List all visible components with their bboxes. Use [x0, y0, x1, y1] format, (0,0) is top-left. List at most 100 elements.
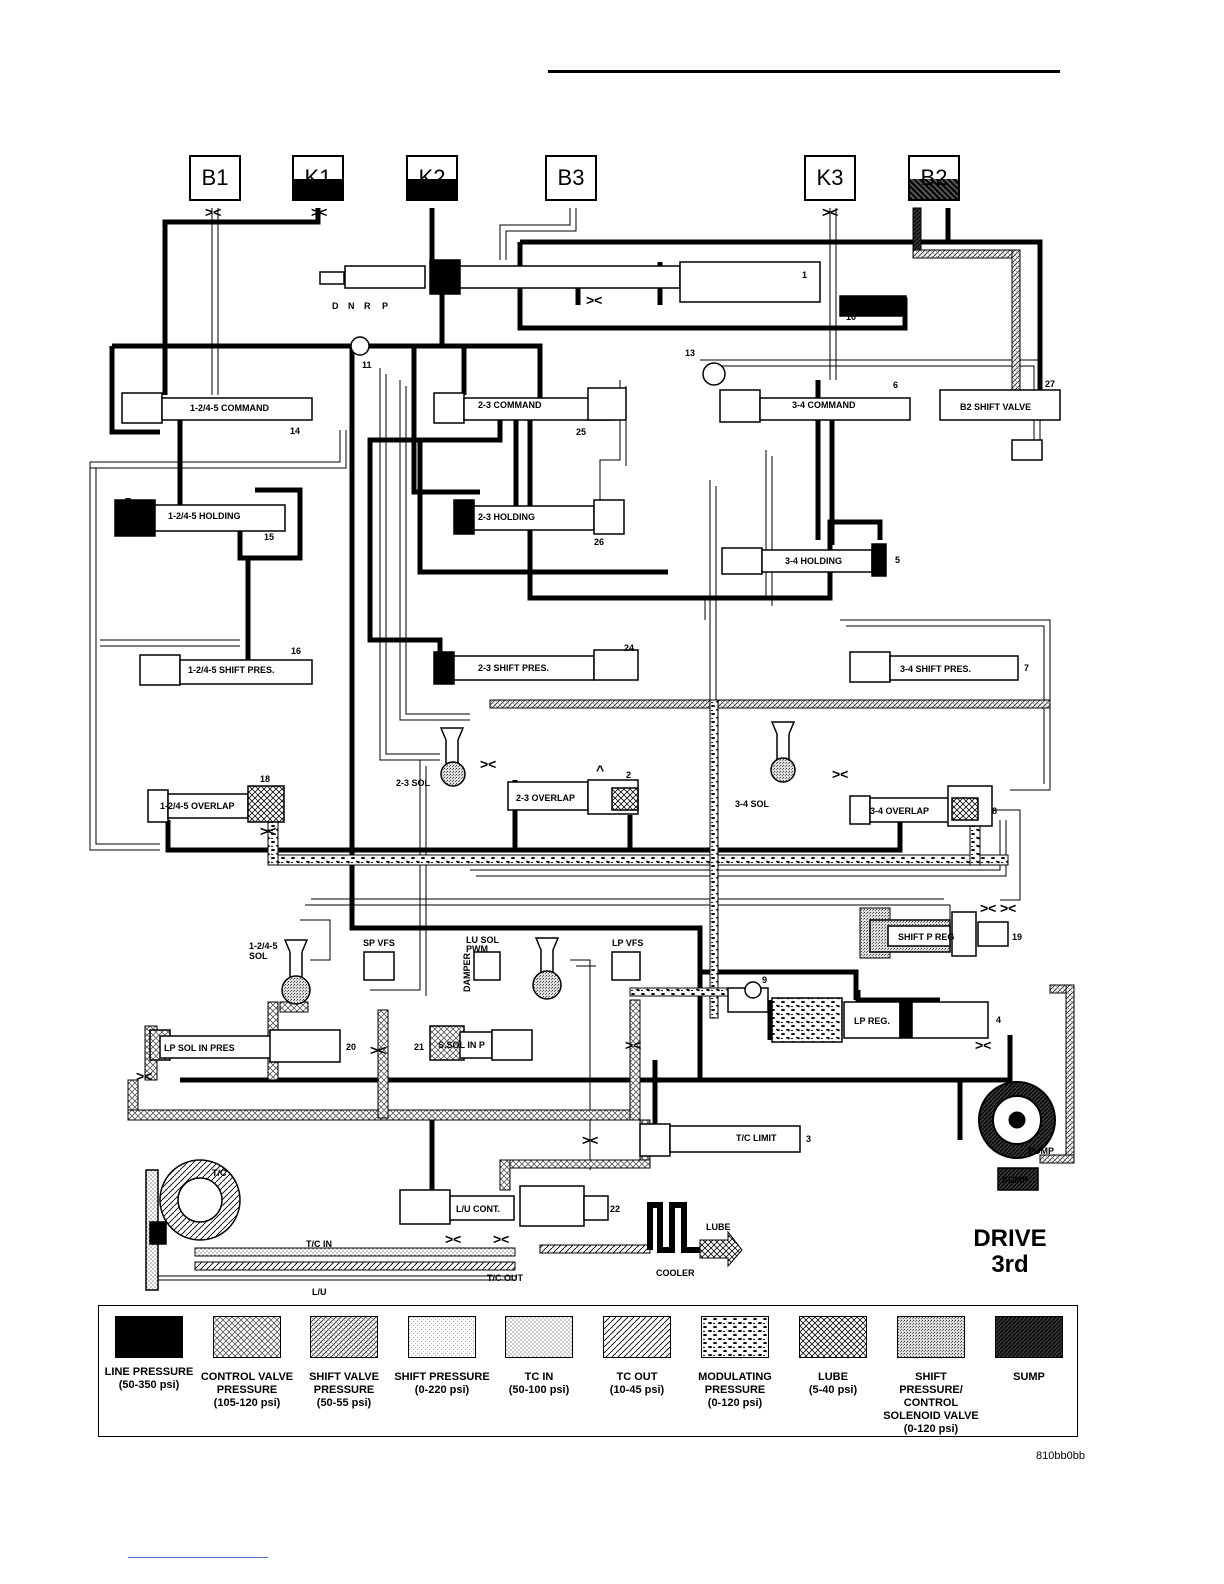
valve-34-shift-pres: 3-4 SHIFT PRES. [900, 664, 972, 674]
legend-lube: LUBE (5-40 psi) [785, 1316, 881, 1397]
valve-b2-shift: B2 SHIFT VALVE [960, 402, 1032, 412]
lp-vfs-label: LP VFS [612, 938, 644, 948]
ref-25: 25 [576, 427, 587, 437]
legend-swatch [505, 1316, 574, 1359]
sump-label: SUMP [1002, 1175, 1029, 1185]
pump-assembly [978, 1081, 1056, 1191]
orifice-marks: >< >< >< >< >< >< >< >< >< >< >< >< >< >… [136, 204, 1016, 1247]
svg-text:><: >< [370, 1042, 386, 1058]
ref-19: 19 [1012, 932, 1023, 942]
svg-text:><: >< [493, 1231, 509, 1247]
selector-p: P [382, 301, 389, 311]
ref-14: 14 [290, 426, 301, 436]
ref-26: 26 [594, 537, 605, 547]
sp-vfs-label: SP VFS [363, 938, 395, 948]
legend-label: CONTROL VALVE PRESSURE [200, 1371, 294, 1396]
ref-1: 1 [802, 270, 808, 280]
ref-27: 27 [1045, 379, 1056, 389]
valve-23-shift-pres: 2-3 SHIFT PRES. [478, 663, 550, 673]
clutch-k1: K1 [292, 155, 344, 201]
lu-sol-label-b: PWM [466, 944, 488, 954]
ref-10: 10 [846, 312, 857, 322]
svg-text:><: >< [1000, 900, 1016, 916]
svg-text:><: >< [822, 204, 838, 220]
legend-swatch [408, 1316, 477, 1359]
legend-range: (0-120 psi) [707, 1397, 763, 1409]
sol-1245-label-a: 1-2/4-5 [249, 941, 278, 951]
valve-1245-command: 1-2/4-5 COMMAND [190, 403, 270, 413]
ref-5: 5 [895, 555, 901, 565]
valve-lu-cont: L/U CONT. [456, 1204, 500, 1214]
ref-13: 13 [685, 348, 696, 358]
svg-text:><: >< [136, 1068, 152, 1084]
selector-n: N [348, 301, 355, 311]
ref-16: 16 [291, 646, 302, 656]
legend-label: SHIFT PRESSURE [394, 1371, 490, 1383]
legend-label: MODULATING PRESSURE [698, 1371, 772, 1396]
legend-swatch [995, 1316, 1064, 1359]
ref-11: 11 [362, 360, 372, 370]
figure-code: 810bb0bb [1036, 1450, 1085, 1462]
legend-range: (105-120 psi) [213, 1397, 281, 1409]
ref-4: 4 [996, 1015, 1002, 1025]
shift-pressure-circuits [89, 208, 1051, 1170]
lube-arrow [699, 1230, 743, 1268]
damper-label: DAMPER [462, 952, 472, 992]
legend-control-valve: CONTROL VALVE PRESSURE (105-120 psi) [199, 1316, 295, 1410]
valve-1245-shift-pres: 1-2/4-5 SHIFT PRES. [188, 665, 275, 675]
svg-text:><: >< [582, 1132, 598, 1148]
lu-sol-label-a: LU SOL [466, 935, 499, 945]
svg-text:><: >< [975, 1037, 991, 1053]
drive-title-line1: DRIVE [973, 1225, 1047, 1252]
tc-label: T/C [212, 1168, 227, 1178]
legend-label: TC IN [524, 1371, 554, 1383]
lu-label: L/U [312, 1287, 327, 1297]
svg-text:^: ^ [596, 762, 604, 778]
ref-18: 18 [260, 774, 271, 784]
legend-shift-pressure: SHIFT PRESSURE (0-220 psi) [394, 1316, 490, 1397]
ref-20: 20 [346, 1042, 357, 1052]
svg-text:><: >< [625, 1037, 641, 1053]
valve-1245-overlap: 1-2/4-5 OVERLAP [160, 801, 235, 811]
ref-7: 7 [1024, 663, 1030, 673]
legend-range: (5-40 psi) [808, 1384, 858, 1396]
sol-23-label: 2-3 SOL [396, 778, 431, 788]
valve-1245-holding: 1-2/4-5 HOLDING [168, 511, 241, 521]
legend-label: SUMP [1013, 1371, 1045, 1383]
valve-lp-sol-in-pres: LP SOL IN PRES [164, 1043, 235, 1053]
lube-label: LUBE [706, 1222, 731, 1232]
legend-line-pressure: LINE PRESSURE (50-350 psi) [101, 1316, 197, 1392]
valve-23-holding: 2-3 HOLDING [478, 512, 536, 522]
legend-tc-out: TC OUT (10-45 psi) [589, 1316, 685, 1397]
svg-text:><: >< [205, 204, 221, 220]
legend-swatch [310, 1316, 379, 1359]
svg-text:><: >< [311, 204, 327, 220]
ref-24: 24 [624, 643, 635, 653]
valve-shift-p-reg: SHIFT P REG [898, 932, 955, 942]
ref-15: 15 [264, 532, 275, 542]
svg-text:><: >< [832, 766, 848, 782]
valve-bodies [114, 259, 1061, 1227]
valve-34-overlap: 3-4 OVERLAP [870, 806, 930, 816]
tc-in-label: T/C IN [306, 1239, 332, 1249]
clutch-b1: B1 [189, 155, 241, 201]
ref-8: 8 [992, 806, 998, 816]
valve-lp-reg: LP REG. [854, 1016, 890, 1026]
legend-range: (50-350 psi) [118, 1379, 180, 1391]
ref-3: 3 [806, 1134, 812, 1144]
drive-title-line2: 3rd [991, 1251, 1029, 1278]
selector-r: R [364, 301, 371, 311]
svg-text:><: >< [260, 823, 276, 839]
legend-label: LINE PRESSURE [104, 1366, 194, 1378]
legend-swatch [603, 1316, 672, 1359]
solenoids [281, 336, 796, 1005]
valve-tc-limit: T/C LIMIT [736, 1133, 777, 1143]
ref-21: 21 [414, 1042, 425, 1052]
valve-34-command: 3-4 COMMAND [792, 400, 856, 410]
legend-swatch [897, 1316, 966, 1359]
legend-range: (10-45 psi) [609, 1384, 665, 1396]
cooler [647, 1202, 700, 1253]
legend-tc-in: TC IN (50-100 psi) [491, 1316, 587, 1397]
footer-link-underline[interactable] [128, 1557, 268, 1558]
